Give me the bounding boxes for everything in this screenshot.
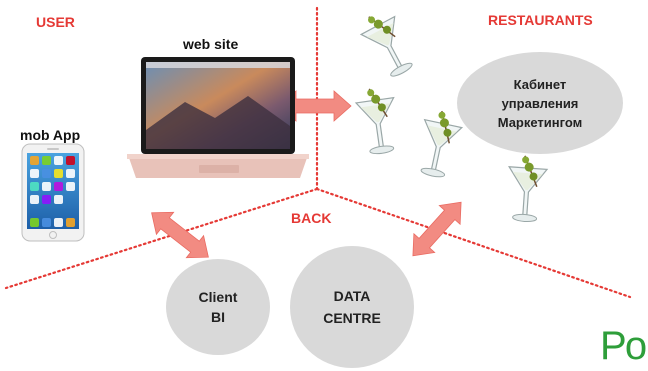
section-dividers [4, 6, 632, 299]
martini-glass-icon [353, 85, 402, 157]
client-bi-label: Client BI [198, 289, 238, 325]
marketing-cabinet-label: Кабинет управления Маркетингом [497, 76, 583, 130]
marketing-cabinet-node: Кабинет управления Маркетингом [457, 52, 623, 154]
restaurants-section-label: RESTAURANTS [488, 12, 593, 28]
martini-glass-icon [412, 107, 466, 181]
arrow-web-to-restaurants [278, 90, 352, 122]
divider-left [4, 187, 319, 290]
arrow-user-to-client-bi [151, 211, 209, 259]
back-section-label: BACK [291, 210, 332, 226]
data-centre-node: DATA CENTRE [290, 246, 414, 368]
client-bi-node: Client BI [166, 259, 270, 355]
mob-app-label: mob App [20, 127, 81, 143]
smartphone-icon [21, 143, 85, 242]
user-section-label: USER [36, 14, 75, 30]
corner-text: Ро [600, 324, 648, 368]
martini-glass-icon [504, 154, 549, 224]
web-site-label: web site [183, 36, 239, 52]
data-centre-label: DATA CENTRE [323, 288, 381, 326]
arrow-restaurants-to-data-centre [412, 201, 462, 257]
divider-right [315, 187, 632, 299]
arrows [151, 90, 462, 259]
martini-glass-icon [354, 5, 421, 83]
laptop-icon [127, 57, 309, 178]
